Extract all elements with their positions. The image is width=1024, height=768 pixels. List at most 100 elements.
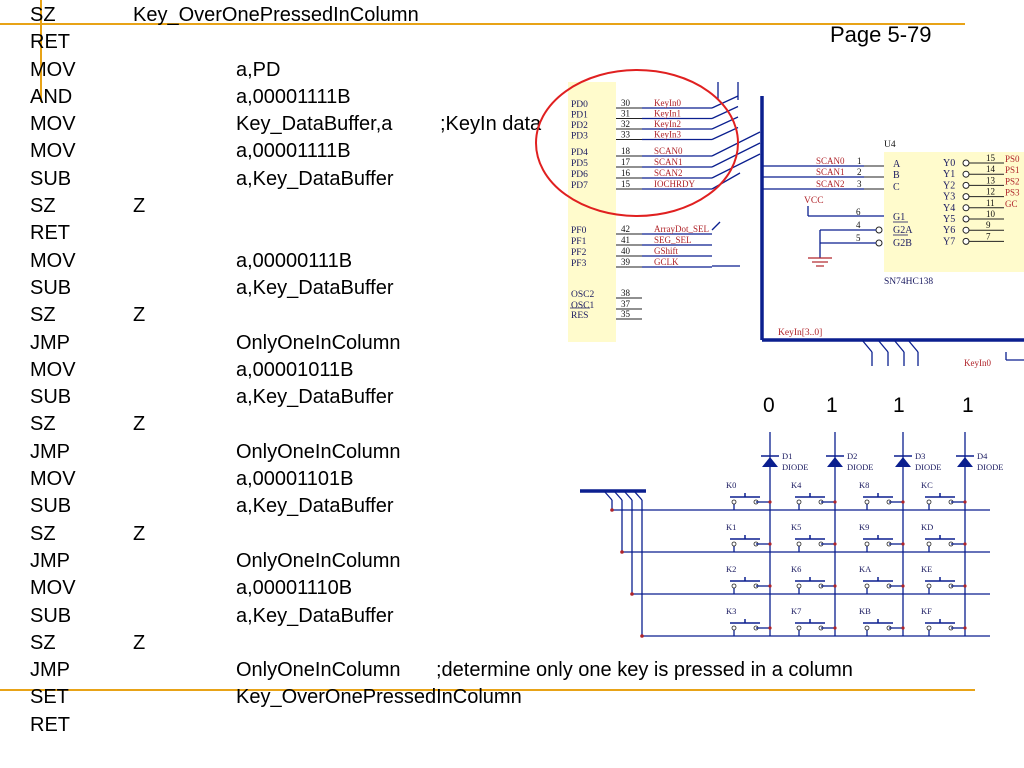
mcu-pin-name: PD7 [571,181,588,191]
junction-dot [640,634,644,638]
decoder-input-net: SCAN2 [816,179,845,189]
decoder-input-net: SCAN0 [816,156,845,166]
code-opcode: SZ [30,631,56,654]
inversion-bubble [962,181,970,189]
diode-type: DIODE [847,462,873,472]
diode-ref: D1 [782,451,792,461]
net-label: KeyIn0 [654,98,681,108]
key-label: KF [921,606,932,616]
key-label: K3 [726,606,736,616]
highlight-ellipse [535,69,739,217]
key-contact [796,541,802,547]
mcu-pin-name: PD2 [571,121,588,131]
junction-dot [963,500,967,504]
code-comment: ;KeyIn data [440,113,542,136]
decoder-input-pin: B [893,170,900,181]
key-contact [731,625,737,631]
junction-dot [833,500,837,504]
mcu-pin-name: PD3 [571,132,588,142]
decoder-output-net: GC [1005,199,1018,209]
decoder-input-net: SCAN1 [816,167,845,177]
keypad-bus-entry [633,490,643,501]
key-label: K6 [791,564,801,574]
code-operand: a,Key_DataBuffer [236,604,394,627]
diode-symbol [827,457,843,467]
code-operand: a,Key_DataBuffer [236,167,394,190]
key-contact [796,583,802,589]
junction-dot [610,508,614,512]
key-label: K9 [859,522,869,532]
decoder-output-number: 12 [986,187,995,197]
decoder-output-number: 14 [986,164,996,174]
code-operand: a,Key_DataBuffer [236,386,394,409]
key-label: K8 [859,480,869,490]
code-operand-short: Z [133,631,146,654]
inversion-bubble [962,237,970,245]
net-label: SCAN2 [654,168,683,178]
bus-branch [907,339,919,353]
code-operand: OnlyOneInColumn [236,549,401,572]
code-opcode: SZ [30,522,56,545]
key-label: KB [859,606,871,616]
junction-dot [963,626,967,630]
code-opcode: SUB [30,386,72,409]
inversion-bubble [875,239,883,247]
junction-dot [768,626,772,630]
net-label: SEG_SEL [654,235,692,245]
mcu-pin-number: 30 [621,98,631,108]
mcu-pin-name: OSC1 [571,301,594,311]
mcu-pin-number: 33 [621,130,631,140]
net-label: KeyIn3 [654,130,681,140]
decoder-output-pin: Y5 [943,214,955,225]
bus-entry [711,116,739,130]
key-contact [926,541,932,547]
code-opcode: MOV [30,577,76,600]
code-opcode: RET [30,713,70,736]
net-label: ArrayDot_SEL [654,224,709,234]
key-contact [796,625,802,631]
key-label: KC [921,480,933,490]
code-operand-short: Key_OverOnePressedInColumn [133,4,419,26]
code-operand: a,00001111B [236,85,351,108]
junction-dot [768,500,772,504]
mcu-pin-number: 35 [621,309,631,319]
key-contact [731,583,737,589]
key-contact [926,583,932,589]
code-operand: OnlyOneInColumn [236,440,401,463]
bottom-rule [0,689,975,691]
net-label: SCAN1 [654,157,683,167]
code-opcode: SET [30,686,69,709]
key-label: K1 [726,522,736,532]
mcu-pin-number: 16 [621,168,631,178]
decoder-input-number: 3 [857,179,862,189]
mcu-pin-number: 37 [621,299,631,309]
code-comment: ;determine only one key is pressed in a … [436,659,853,682]
decoder-output-net: PS0 [1005,154,1020,164]
junction-dot [833,626,837,630]
diode-ref: D4 [977,451,988,461]
page-number: Page 5-79 [830,22,932,47]
keypad-bus-entry [623,490,633,501]
net-label: GShift [654,246,679,256]
junction-dot [630,592,634,596]
junction-dot [963,542,967,546]
diode-type: DIODE [782,462,808,472]
mcu-pin-name: PF0 [571,226,587,236]
mcu-pin-number: 31 [621,109,630,119]
decoder-output-number: 10 [986,209,996,219]
code-operand: a,00000111B [236,249,353,272]
mcu-pin-name: PD4 [571,148,588,158]
net-label: GCLK [654,257,679,267]
mcu-chip-body [568,82,616,342]
inversion-bubble [875,226,883,234]
code-opcode: SUB [30,604,72,627]
net-label: KeyIn1 [654,109,681,119]
scan-entry [711,153,761,179]
key-contact [731,541,737,547]
mcu-pin-number: 40 [621,246,631,256]
junction-dot [833,542,837,546]
code-operand: Key_OverOnePressedInColumn [236,686,522,709]
diode-ref: D3 [915,451,925,461]
decoder-ref: U4 [884,140,896,150]
scan-entry [711,131,761,157]
